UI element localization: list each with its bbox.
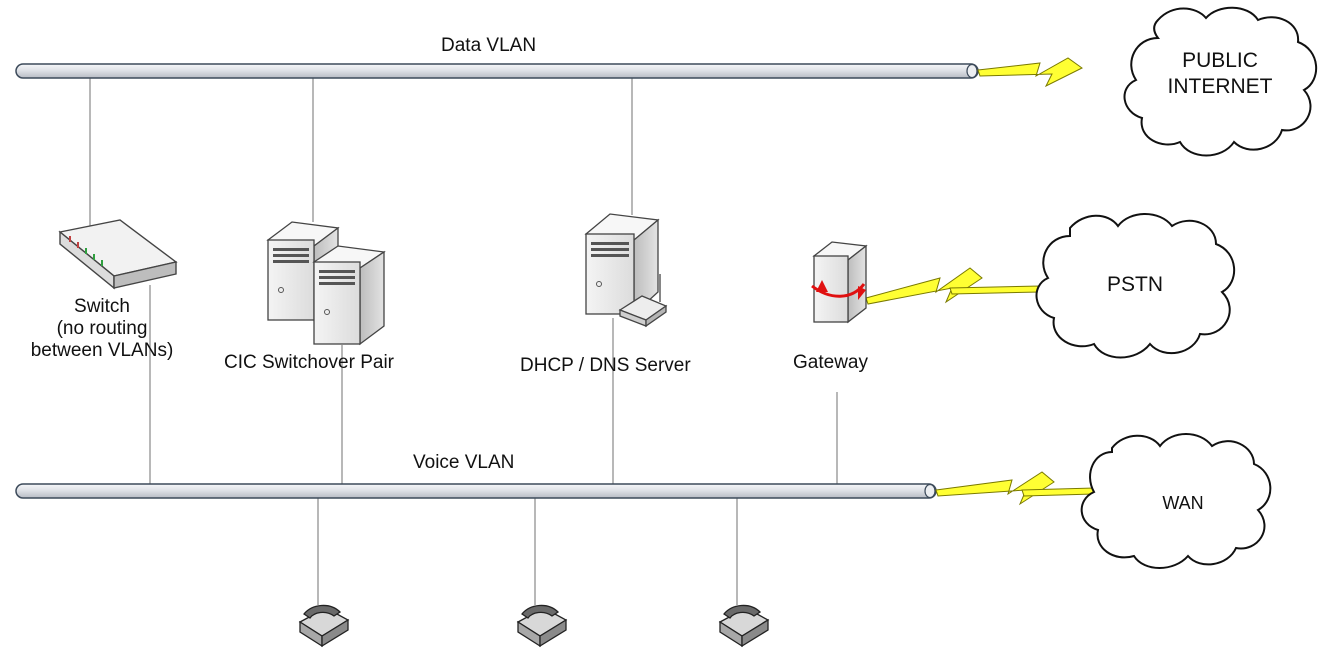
voice-vlan-bus	[15, 483, 937, 499]
wan-cloud	[1080, 433, 1272, 569]
pstn-label: PSTN	[1106, 273, 1163, 296]
public-internet-line2: INTERNET	[1167, 75, 1273, 98]
cic-switchover-pair-label: CIC Switchover Pair	[224, 352, 394, 373]
lightning-link-icon	[977, 57, 1083, 88]
gateway-icon	[811, 241, 868, 324]
voice-vlan-label: Voice VLAN	[413, 452, 515, 473]
server-icon	[312, 245, 386, 346]
wires	[89, 78, 838, 605]
phone-icon	[298, 604, 350, 648]
lightning-link-icon	[865, 267, 1041, 305]
switch-label-line2: (no routing	[56, 318, 148, 339]
dhcp-dns-server-label: DHCP / DNS Server	[520, 355, 691, 376]
server-icon	[584, 213, 660, 316]
gateway-label: Gateway	[793, 352, 868, 373]
public-internet-label: PUBLIC INTERNET	[1160, 48, 1280, 100]
pstn-cloud	[1035, 213, 1236, 359]
switch-label-line3: between VLANs)	[30, 340, 174, 361]
lightning-link-icon	[935, 471, 1095, 506]
phone-icon	[516, 604, 568, 648]
data-vlan-label: Data VLAN	[441, 35, 537, 56]
switch-label-line1: Switch	[74, 296, 130, 317]
cloud-icon	[1035, 6, 1318, 569]
wan-label: WAN	[1162, 493, 1204, 513]
public-internet-cloud	[1123, 6, 1318, 157]
router-icon	[618, 274, 668, 328]
public-internet-line1: PUBLIC	[1182, 49, 1258, 72]
switch-label: Switch (no routing between VLANs)	[4, 296, 200, 362]
phone-icon	[718, 604, 770, 648]
data-vlan-bus	[15, 63, 979, 79]
switch-icon	[58, 219, 178, 290]
